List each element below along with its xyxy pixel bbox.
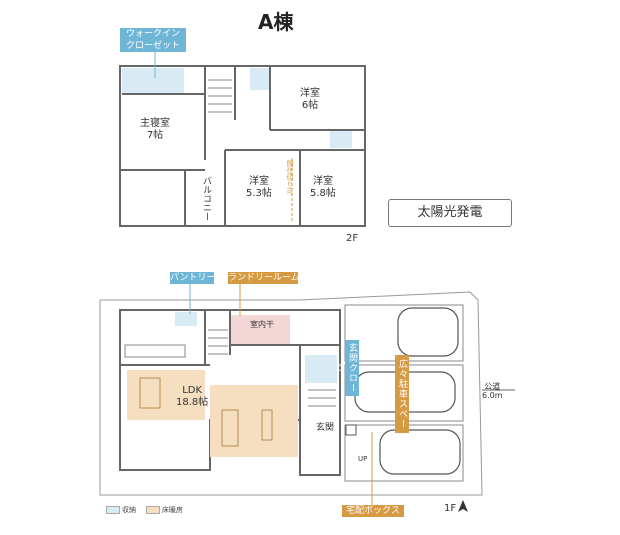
car-3 <box>379 429 461 475</box>
room-western-5-3: 洋室 5.3帖 <box>246 176 272 199</box>
room-indoor-drying: 室内干 <box>250 320 274 329</box>
heating-dining <box>210 385 298 457</box>
north-arrow-icon <box>458 500 468 512</box>
page-title: A棟 <box>258 10 294 34</box>
stair-up-label: UP <box>358 455 368 463</box>
room-entrance: 玄関 <box>316 423 335 433</box>
legend-storage: 収納 <box>106 505 136 515</box>
room-western-6: 洋室 6帖 <box>300 88 320 111</box>
room-western-5-8: 洋室 5.8帖 <box>310 176 336 199</box>
floor2-outline <box>119 65 366 227</box>
floor2-label: 2F <box>346 233 359 244</box>
site-boundary <box>99 291 483 496</box>
legend-storage-label: 収納 <box>122 506 136 514</box>
car-1 <box>397 307 459 357</box>
room-master-bedroom: 主寝室 7帖 <box>140 118 170 141</box>
cloak-fill <box>305 355 337 383</box>
floor1-label: 1F <box>444 503 457 514</box>
callout-parking-space: 広々駐車スペース <box>384 355 409 433</box>
pantry-fill <box>175 312 197 326</box>
legend-heating-label: 床暖房 <box>162 506 183 514</box>
callout-pantry: パントリー <box>170 272 216 284</box>
storage-2f-b <box>330 130 352 148</box>
legend-heating-swatch <box>146 506 160 514</box>
solar-power-badge: 太陽光発電 <box>388 199 512 227</box>
laundry-fill <box>230 315 290 345</box>
balcony-label: バルコニー <box>201 176 211 221</box>
storage-2f-a <box>250 68 270 90</box>
road-label: 公道 6.0m <box>482 382 503 400</box>
callout-entrance-cloak: 玄関クローク <box>334 340 359 396</box>
callout-walkin-closet: ウォークイン クローゼット <box>120 28 186 52</box>
callout-delivery-box: 宅配ボックス <box>342 505 404 517</box>
legend-storage-swatch <box>106 506 120 514</box>
callout-laundry-room: ランドリールーム <box>228 272 300 284</box>
legend-floor-heating: 床暖房 <box>146 505 183 515</box>
partition-note: 間仕切り可 <box>286 160 294 195</box>
room-ldk: LDK 18.8帖 <box>176 385 209 408</box>
walkin-closet-fill <box>122 68 184 94</box>
